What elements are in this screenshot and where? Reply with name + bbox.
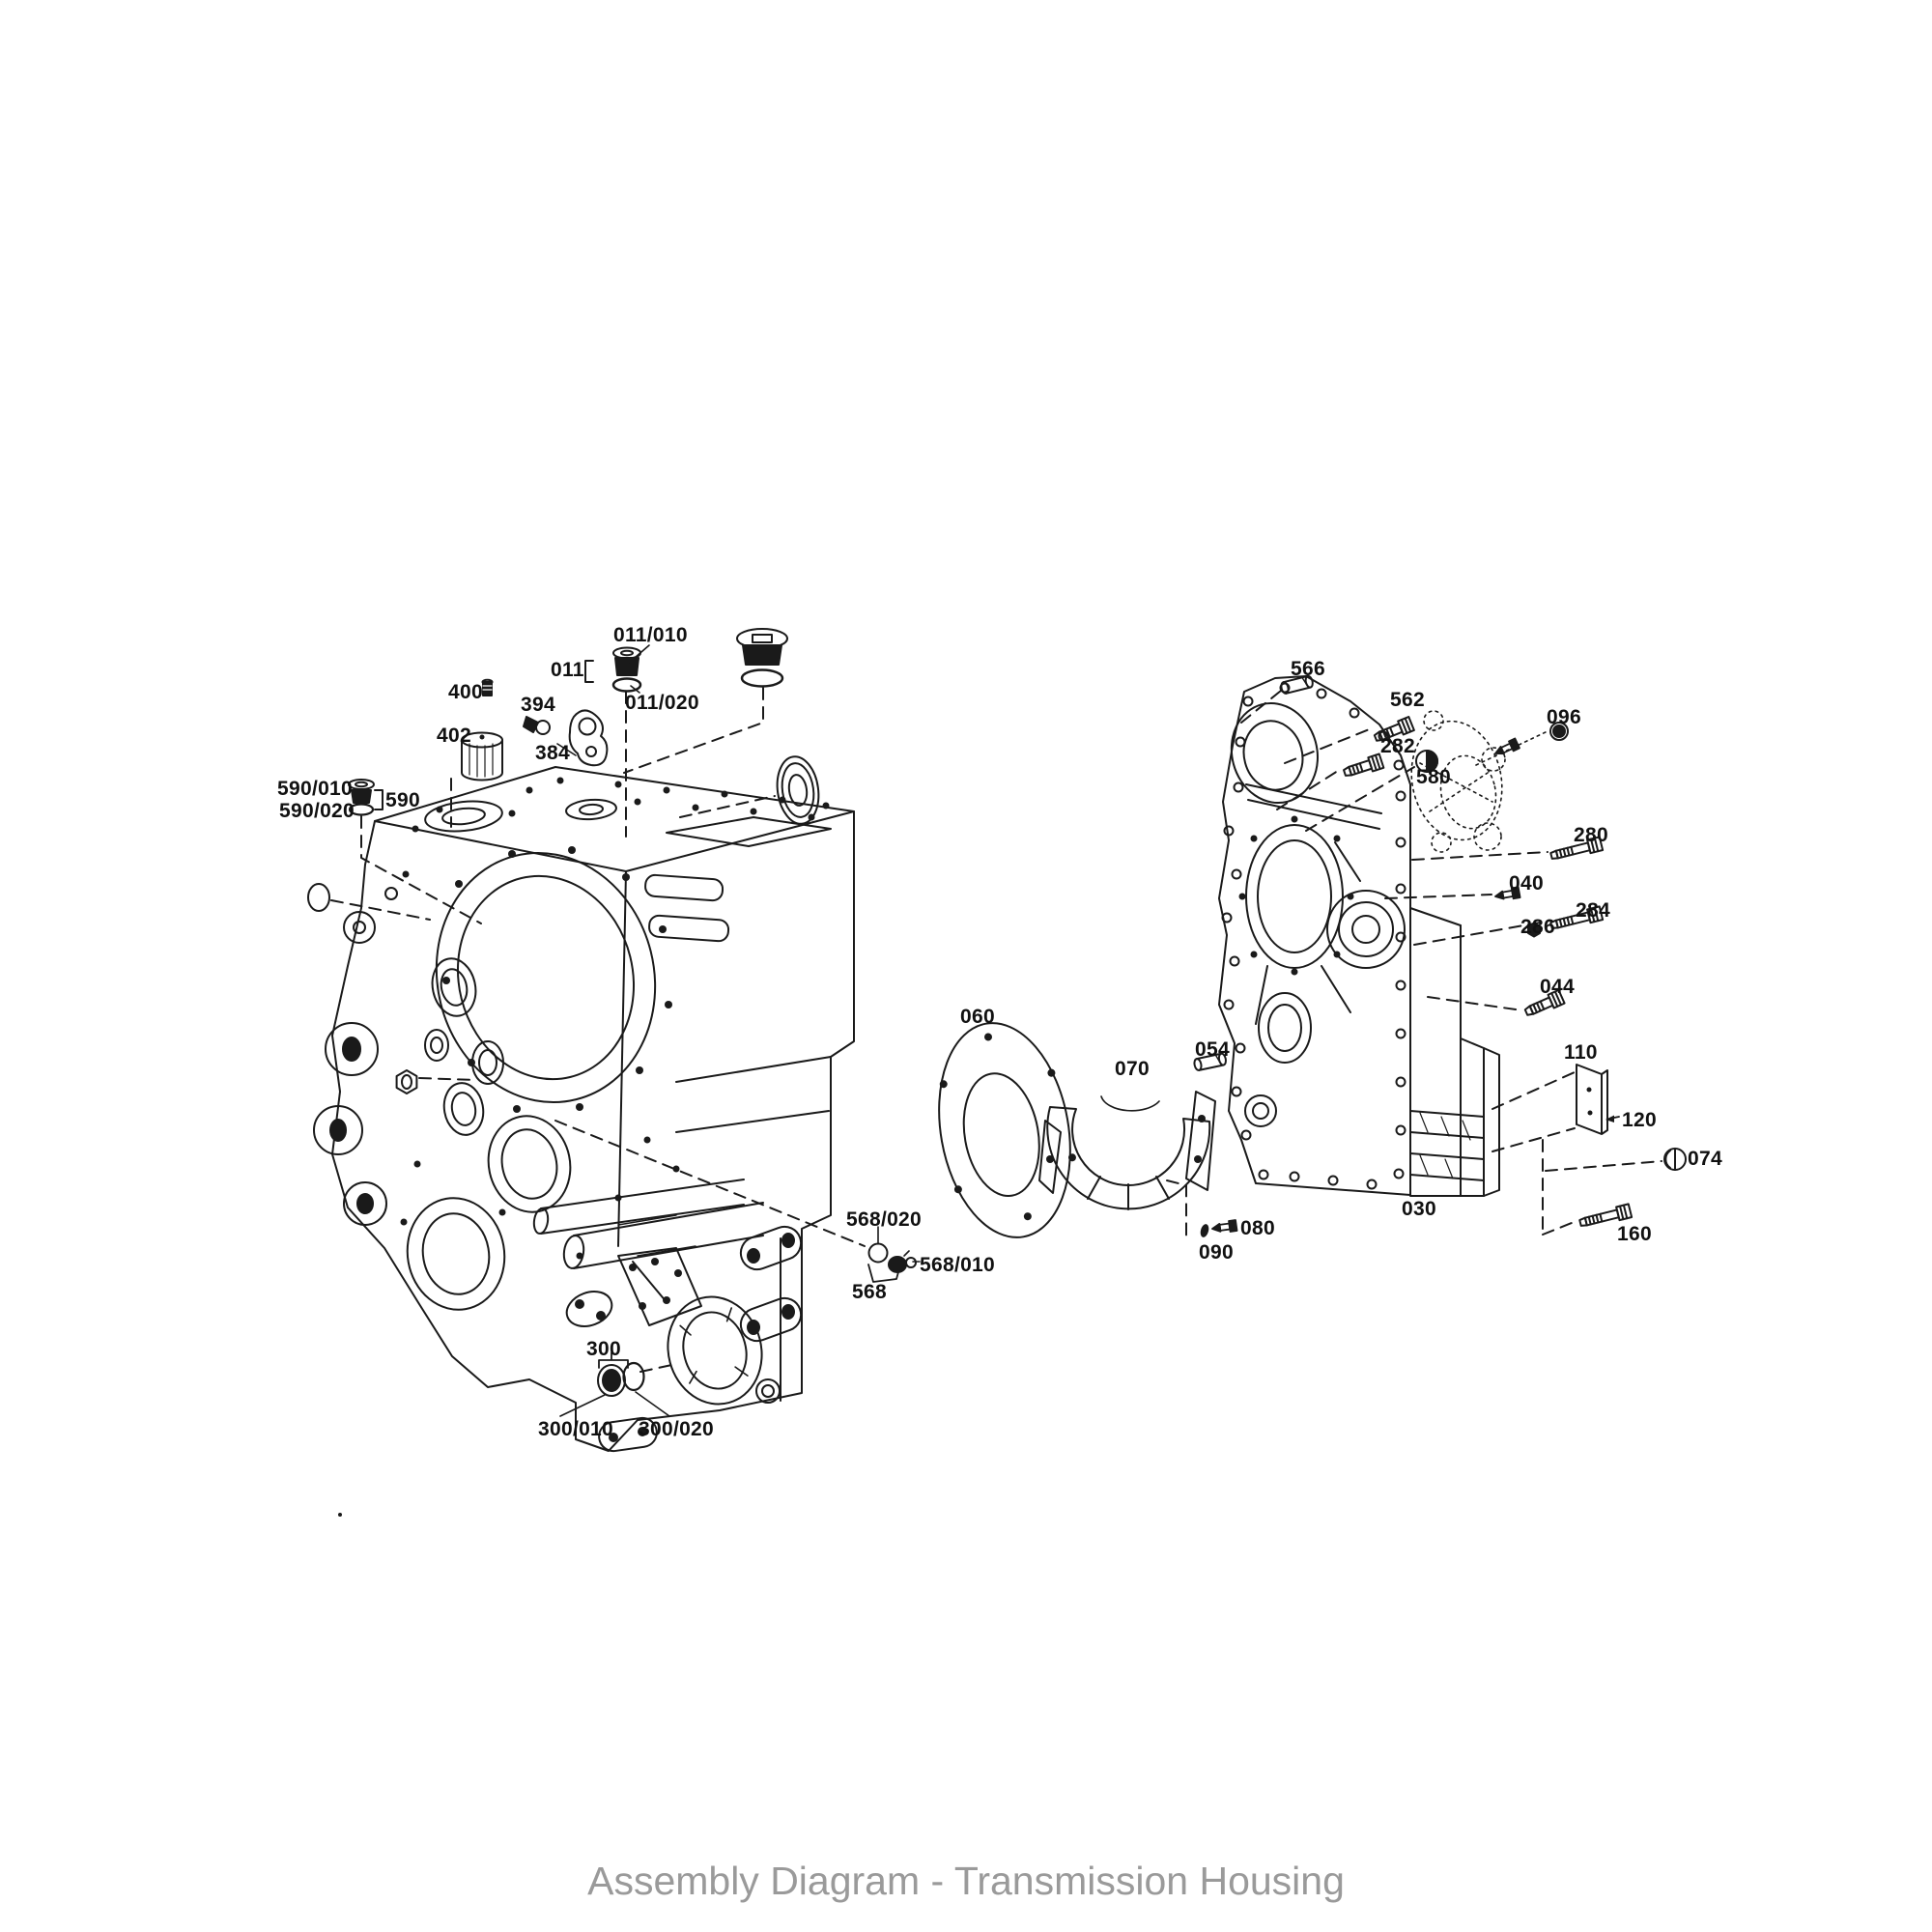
seal-disc-drawing [776,755,820,825]
part-label-011: 011 [551,659,584,681]
gasket-384-drawing [568,709,609,767]
screw-080-drawing [1200,1219,1238,1237]
right-housing-drawing [1218,675,1500,1197]
part-label-300: 300 [586,1338,621,1360]
part-label-011-010: 011/010 [613,624,688,646]
part-label-394: 394 [521,694,555,716]
part-label-160: 160 [1617,1223,1652,1245]
part-label-590-020: 590/020 [279,800,355,822]
diagram-title: Assembly Diagram - Transmission Housing [587,1859,1345,1903]
part-label-074: 074 [1688,1148,1722,1170]
part-label-300-010: 300/010 [538,1418,614,1440]
breather-590-drawing [348,779,384,816]
breather-011-drawing [584,644,650,694]
cup-plug-left-drawing [307,883,398,912]
part-label-120: 120 [1622,1109,1657,1131]
plug-400-drawing [481,678,494,696]
gasket-plate-060-drawing [938,1022,1076,1238]
nut-286-drawing [1527,922,1541,938]
valve-394-drawing [523,716,551,735]
left-housing-drawing [313,766,855,1453]
hex-nut-left-drawing [395,1069,418,1094]
part-label-280: 280 [1574,824,1608,846]
arrow-120 [1605,1115,1620,1122]
part-label-011-020: 011/020 [625,692,699,714]
part-label-400: 400 [448,681,483,703]
part-label-568-010: 568/010 [920,1254,996,1276]
fitting-568-drawing [556,743,921,1283]
part-label-030: 030 [1402,1198,1436,1220]
plug-580-drawing [1415,750,1438,773]
part-label-402: 402 [437,724,471,747]
part-label-568-020: 568/020 [846,1208,923,1231]
part-label-054: 054 [1195,1038,1230,1061]
part-label-060: 060 [960,1006,995,1028]
part-label-286: 286 [1520,916,1555,938]
pin-090-drawing [1200,1224,1209,1237]
part-label-384: 384 [535,742,570,764]
part-label-568: 568 [852,1281,887,1303]
part-label-282: 282 [1380,735,1415,757]
bolt-282-drawing [1341,753,1385,781]
part-label-044: 044 [1540,976,1575,998]
part-label-580: 580 [1416,766,1451,788]
plug-top-right-drawing [736,628,788,688]
plug-096-drawing [1492,722,1569,759]
part-label-070: 070 [1115,1058,1150,1080]
part-label-284: 284 [1576,899,1610,922]
bearing-shell-070-drawing [1038,1091,1216,1210]
part-label-080: 080 [1240,1217,1275,1239]
part-label-110: 110 [1564,1041,1598,1064]
plug-300-drawing [559,1351,670,1417]
hidden-pump-drawing [1410,710,1506,853]
part-label-566: 566 [1291,658,1325,680]
stray-dot [338,1513,342,1517]
assembly-axis-lines [330,687,1662,1373]
plate-110-drawing [1576,1064,1608,1135]
part-label-590-010: 590/010 [277,778,354,800]
part-label-040: 040 [1509,872,1544,895]
part-label-300-020: 300/020 [639,1418,715,1440]
part-label-590: 590 [385,789,420,811]
part-label-562: 562 [1390,689,1425,711]
part-label-096: 096 [1547,706,1581,728]
filter-402-drawing [461,731,503,781]
plug-074-drawing [1663,1148,1687,1171]
part-label-090: 090 [1199,1241,1234,1264]
